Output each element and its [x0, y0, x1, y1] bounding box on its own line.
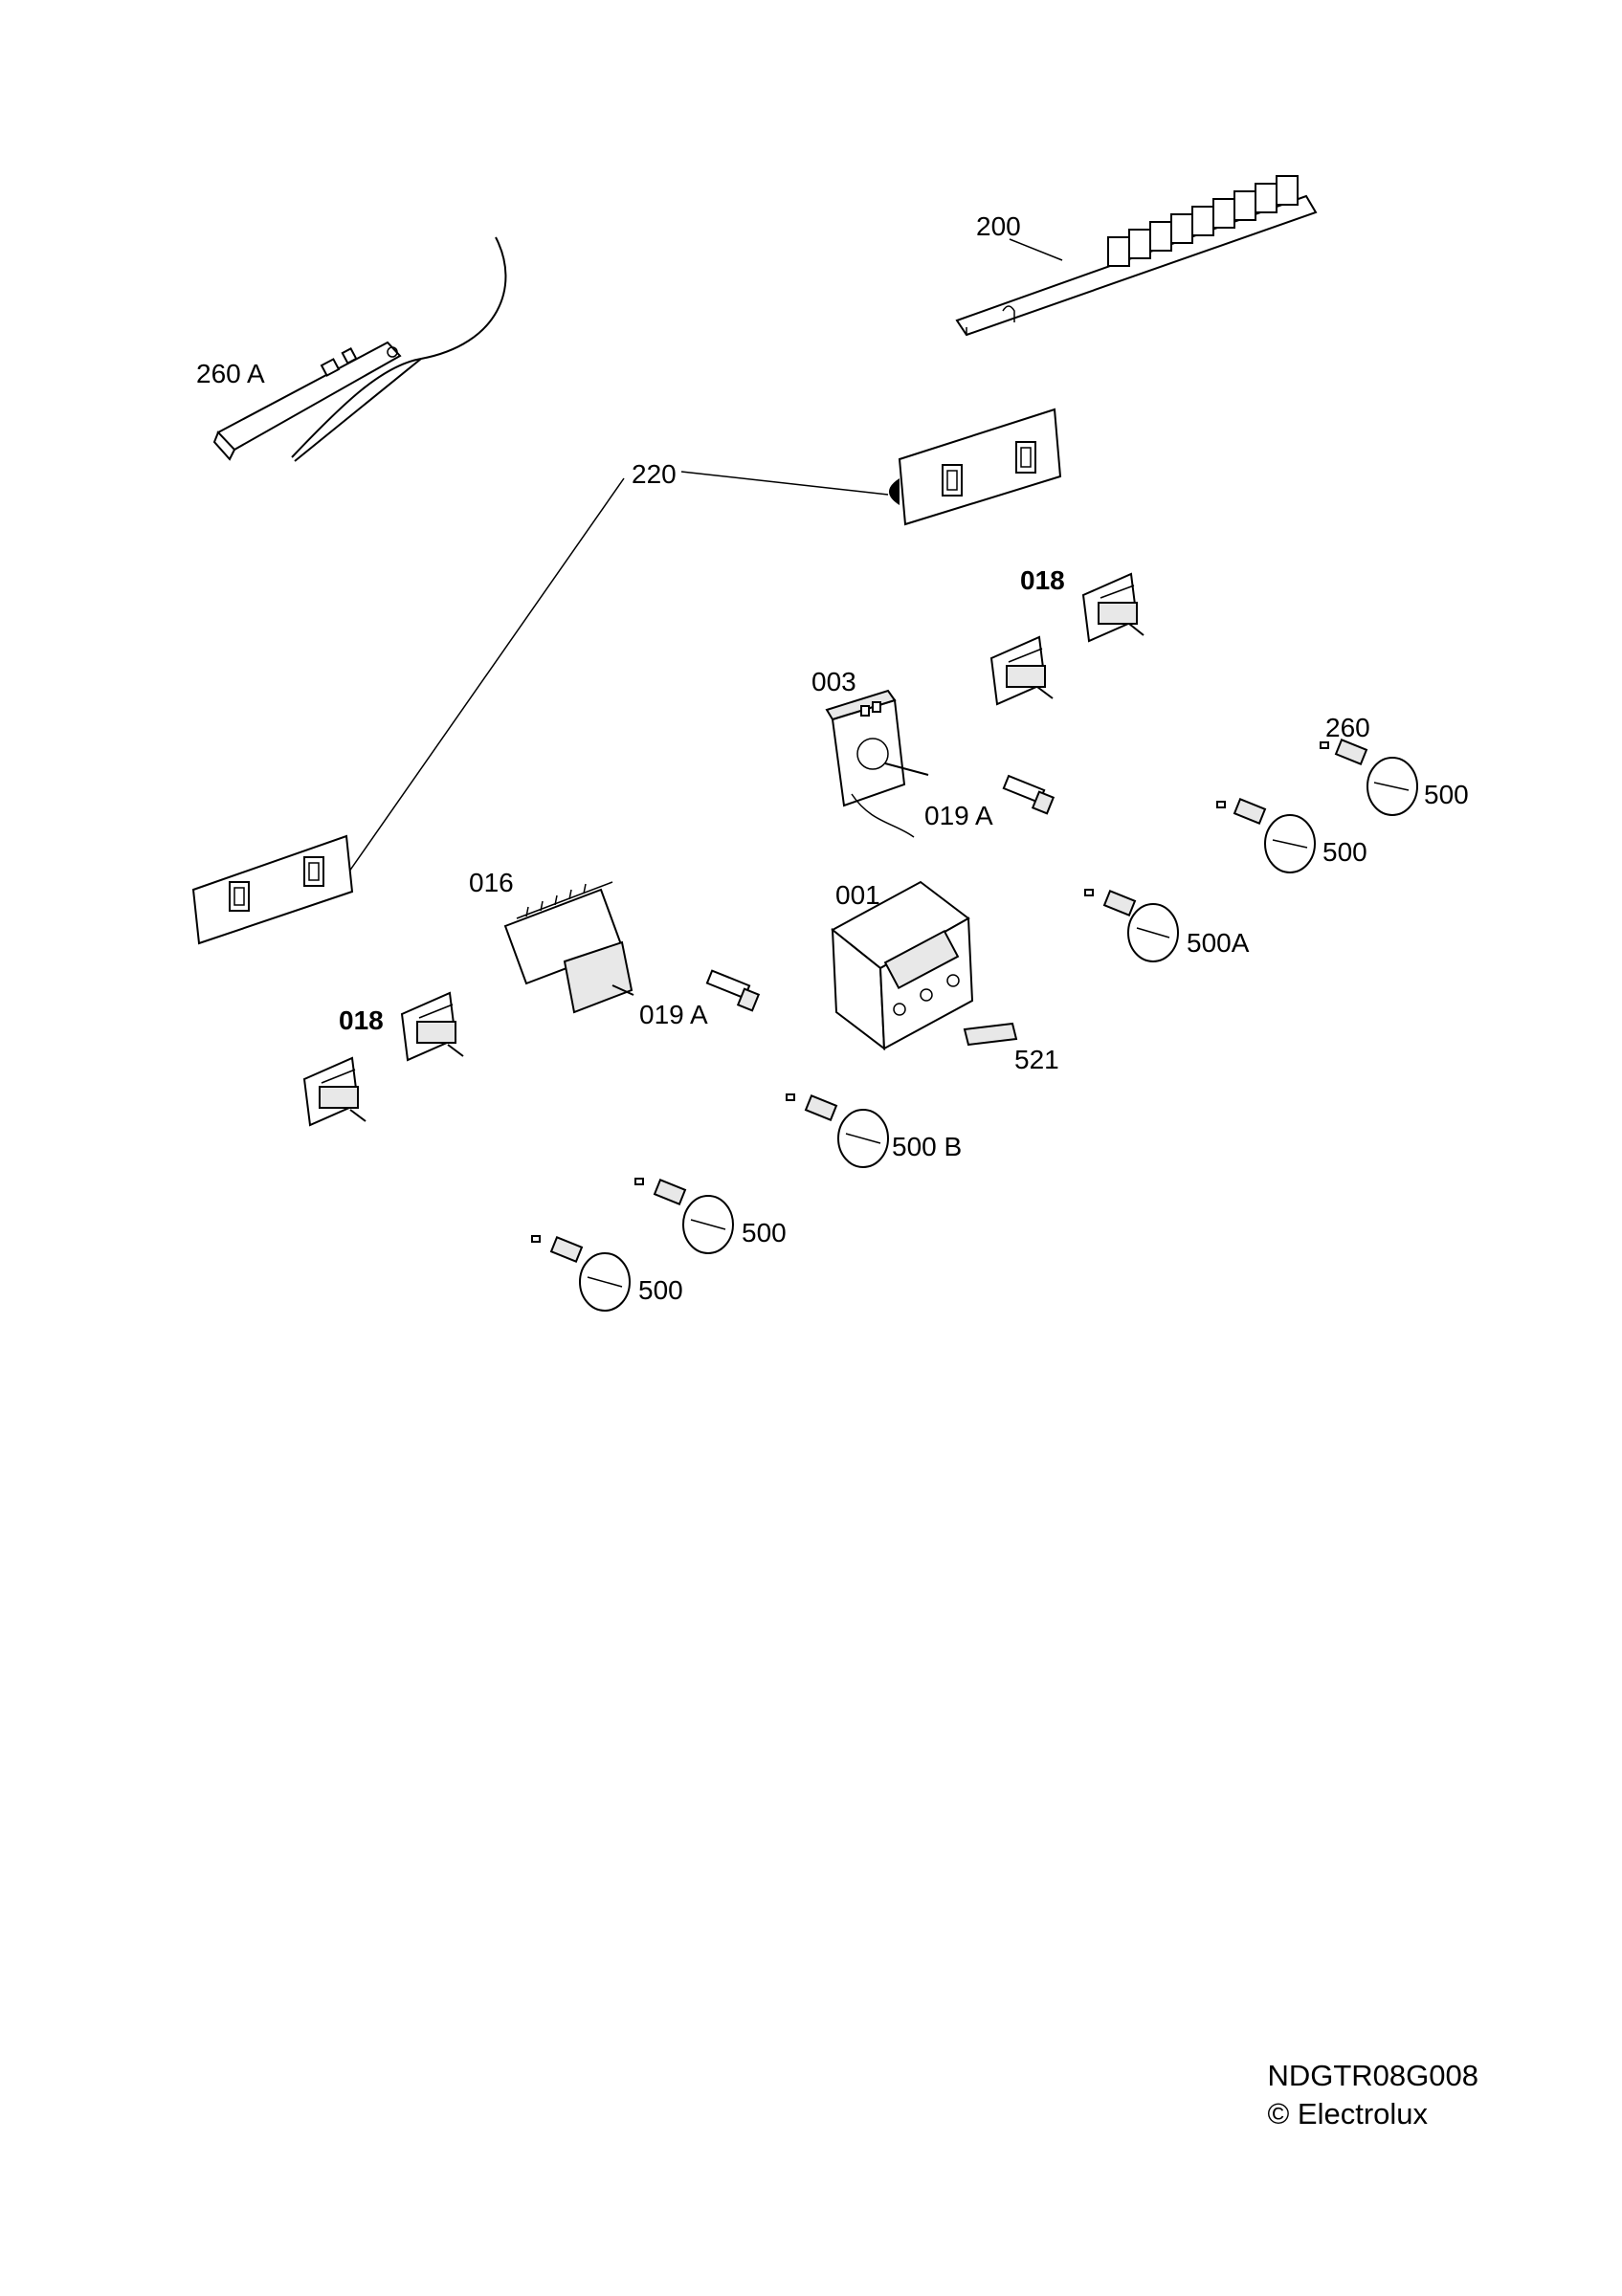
part-018-switch-left-a [400, 991, 464, 1062]
part-500-knob-right-1 [1334, 739, 1418, 816]
label-200: 200 [976, 211, 1021, 241]
part-016-selector-switch [503, 881, 634, 1014]
relay-blocks [1107, 175, 1299, 267]
leader-220-upper [680, 471, 889, 496]
part-500-knob-bottom-1 [634, 1178, 734, 1254]
part-500a-knob [1084, 889, 1179, 962]
copyright: © Electrolux [1267, 2097, 1429, 2130]
label-016: 016 [469, 868, 514, 897]
label-260a: 260 A [196, 359, 265, 388]
label-260: 260 [1325, 713, 1370, 742]
footer: NDGTR08G008 © Electrolux [1267, 2057, 1478, 2133]
part-500-knob-right-2 [1216, 798, 1316, 873]
label-500-right-1: 500 [1424, 780, 1469, 809]
part-260a-sensor-bracket [212, 236, 507, 462]
part-018-switch-top-a [1081, 572, 1144, 643]
part-019a-lamp-mid [705, 969, 761, 1012]
part-018-switch-top-b [989, 635, 1054, 706]
label-001: 001 [835, 880, 880, 910]
part-260-clip [1320, 741, 1329, 749]
label-500-bottom-2: 500 [638, 1275, 683, 1305]
label-019a-mid: 019 A [639, 1000, 708, 1029]
label-500-bottom-1: 500 [742, 1218, 787, 1247]
label-003: 003 [811, 667, 856, 696]
label-018-left: 018 [339, 1005, 384, 1035]
drawing-code: NDGTR08G008 [1267, 2059, 1478, 2092]
part-018-switch-left-b [302, 1056, 367, 1127]
label-500a: 500A [1187, 928, 1250, 958]
part-521-tag [963, 1022, 1018, 1047]
label-220: 220 [632, 459, 677, 489]
part-001-electronic-timer [831, 880, 974, 1051]
leader-220-lower [344, 477, 625, 879]
part-220-display-panel-lower [191, 834, 354, 945]
part-019a-lamp-top [1002, 774, 1055, 815]
part-003-thermostat [825, 689, 929, 838]
label-019a-top: 019 A [924, 801, 993, 830]
label-500b: 500 B [892, 1132, 962, 1161]
label-521: 521 [1014, 1045, 1059, 1074]
part-200-relay-board [955, 175, 1318, 337]
part-500b-knob [786, 1093, 889, 1168]
part-220-display-panel-upper [889, 408, 1062, 526]
label-018-top: 018 [1020, 565, 1065, 595]
part-500-knob-bottom-2 [531, 1235, 631, 1312]
label-500-right-2: 500 [1322, 837, 1367, 867]
